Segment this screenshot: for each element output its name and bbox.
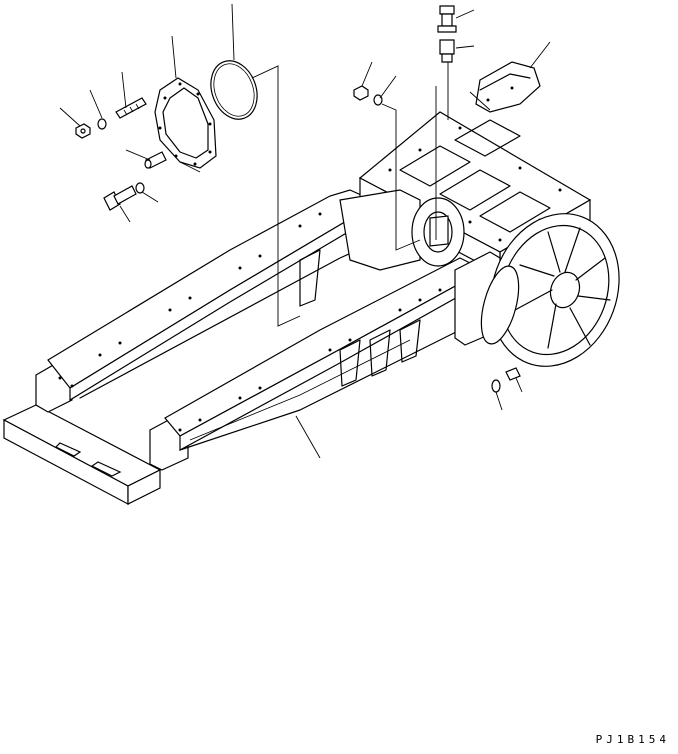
pin-icon bbox=[144, 151, 167, 169]
plug-icon bbox=[491, 367, 521, 393]
drawing-code: PJ1B154 bbox=[595, 733, 670, 746]
wheel-icon bbox=[480, 213, 620, 367]
fitting-icon bbox=[437, 5, 457, 33]
bolt-icon bbox=[103, 185, 137, 211]
o-ring-icon bbox=[210, 60, 258, 120]
leader-lines bbox=[59, 3, 551, 459]
stud-icon bbox=[115, 97, 147, 119]
adapter-icon bbox=[439, 39, 455, 63]
washer-icon bbox=[97, 94, 383, 194]
gasket-icon bbox=[154, 77, 217, 169]
guard-icon bbox=[475, 61, 541, 113]
